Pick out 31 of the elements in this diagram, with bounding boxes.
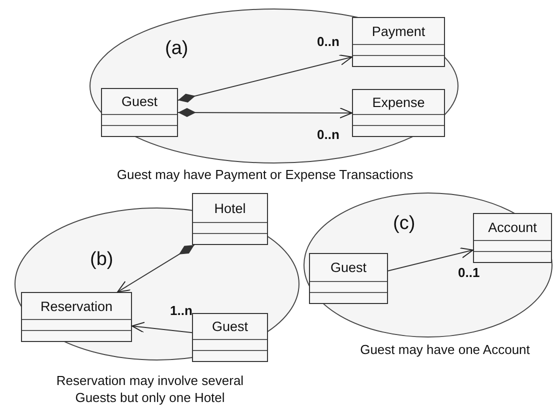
class-box (192, 193, 268, 245)
association-arrow (388, 248, 474, 272)
class-box (352, 89, 445, 137)
caption: Guest may have one Account (359, 341, 531, 358)
class-name: Guest (121, 94, 158, 109)
multiplicity-label: 0..n (317, 127, 340, 142)
class-box (21, 292, 132, 342)
composition-arrow (178, 107, 352, 118)
class-box (473, 213, 552, 263)
panel-label: (b) (90, 249, 114, 271)
class-name: Reservation (40, 298, 113, 314)
panel-label: (a) (165, 38, 188, 60)
composition-arrow (117, 244, 195, 292)
class-box (101, 88, 178, 137)
multiplicity-label: 1..n (170, 303, 192, 318)
multiplicity-label: 0..1 (458, 265, 480, 280)
class-name: Expense (372, 94, 425, 110)
caption: Guest may have Payment or Expense Transactions (116, 166, 414, 183)
class-box (192, 313, 268, 362)
class-name: Guest (330, 260, 367, 275)
class-name: Account (488, 220, 537, 234)
class-name: Hotel (214, 200, 246, 216)
class-name: Guest (212, 319, 248, 334)
class-name: Payment (372, 24, 426, 38)
panel-label: (c) (393, 213, 416, 235)
class-box (309, 253, 388, 304)
multiplicity-label: 0..n (317, 34, 340, 49)
association-arrow (132, 322, 192, 334)
caption: Reservation may involve several Guests but only one Hotel (55, 372, 245, 406)
composition-arrow (178, 54, 352, 102)
class-box (352, 17, 445, 67)
